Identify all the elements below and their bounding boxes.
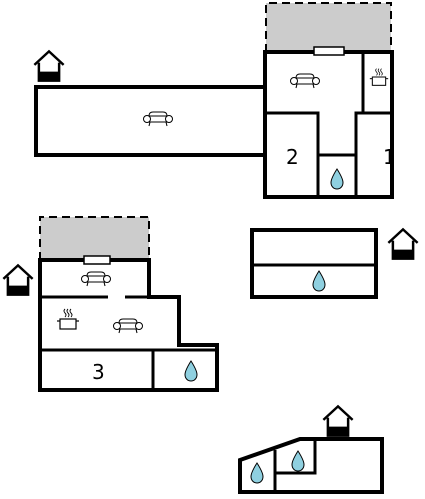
house-entrance-icon	[2, 264, 34, 296]
window-top	[313, 46, 345, 56]
house-entrance-icon	[322, 405, 354, 437]
left-unit-plan: 3	[38, 216, 219, 392]
room-number: 3	[92, 360, 105, 384]
house-entrance-icon	[387, 228, 419, 260]
bottom-building	[238, 437, 384, 494]
top-floor-plan: 2 1	[34, 2, 396, 199]
middle-unit-plan	[250, 228, 378, 299]
terrace-left-outline	[39, 216, 150, 260]
bottom-unit-plan	[238, 437, 384, 494]
terrace-top-outline	[265, 2, 392, 52]
room-number: 2	[286, 145, 299, 169]
terrace-top	[266, 3, 391, 52]
room-number: 1	[383, 145, 396, 169]
wall	[265, 111, 320, 197]
terrace-left	[40, 217, 149, 260]
wall	[275, 439, 317, 475]
wall	[318, 111, 392, 157]
window-left	[83, 255, 111, 265]
top-main-building	[263, 50, 394, 199]
house-entrance-icon	[33, 50, 65, 82]
